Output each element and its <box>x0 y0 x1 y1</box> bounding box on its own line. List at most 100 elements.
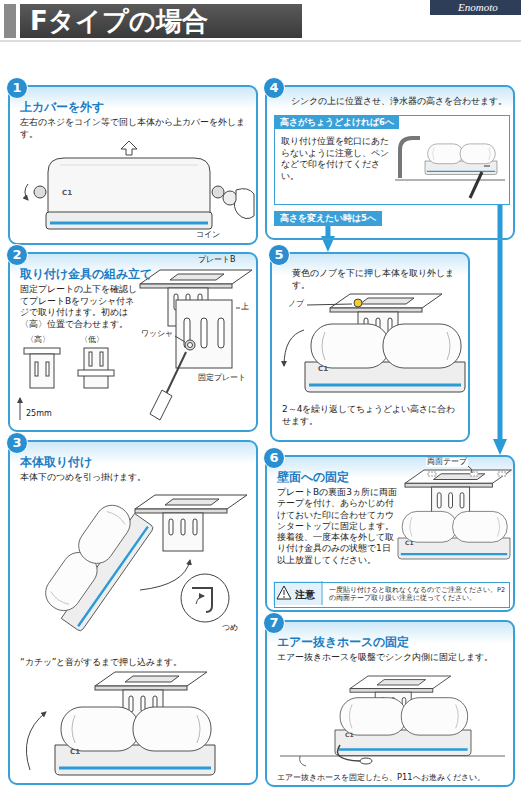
bracket-assembly-figure <box>20 270 252 420</box>
step-number-text: 6 <box>264 448 284 468</box>
cover-removal-figure <box>50 222 208 225</box>
flow-arrow <box>498 205 503 448</box>
caution-box: 注意一度貼り付けると取れなくなるのでご注意ください。P2の両面テープ取り扱い注意… <box>274 582 510 608</box>
unit-removal-figure <box>354 299 362 307</box>
air-hose-figure <box>360 758 372 764</box>
part-label: 上 <box>241 303 249 312</box>
node-text: 高さがちょうどよければ6へ <box>275 116 399 129</box>
unit-hooking-figure <box>192 588 212 612</box>
bracket-assembly-figure <box>78 370 114 376</box>
bracket-assembly-figure <box>89 352 92 366</box>
cover-removal-figure <box>25 184 28 200</box>
unit-hooking-figure <box>181 574 229 622</box>
step-number: 1 <box>6 77 28 99</box>
height-check-figure <box>395 138 505 198</box>
unit-hooking-figure <box>26 712 46 770</box>
unit-hooking-figure <box>196 596 204 604</box>
position-label: 〈高〉 <box>26 336 50 345</box>
header-band <box>0 41 521 42</box>
bracket-assembly-figure <box>100 352 103 366</box>
air-hose-figure <box>280 676 505 766</box>
step-number: 3 <box>6 432 28 454</box>
header-band <box>20 4 302 38</box>
step-number-text: 3 <box>7 433 27 453</box>
page-title: Fタイプの場合 <box>30 5 208 37</box>
wall-fixing-figure <box>398 511 510 559</box>
wall-fixing-figure <box>498 472 506 476</box>
part-label: つめ <box>222 624 238 633</box>
node-text: 高さを変えたい時は5へ <box>280 213 376 224</box>
height-check-figure <box>400 138 420 178</box>
bracket-assembly-figure <box>35 362 38 376</box>
unit-removal-figure <box>305 324 465 392</box>
cover-removal-figure <box>34 186 46 198</box>
part-label: 固定プレート <box>198 374 246 383</box>
step-number: 7 <box>263 612 285 634</box>
step-heading: 本体取り付け <box>20 455 92 469</box>
unit-hooking-figure <box>135 495 247 551</box>
cover-removal-figure <box>121 141 137 155</box>
step-panel: 5黄色のノブを下に押し本体を取り外します。2～4を繰り返してちょうどよい高さに合… <box>270 252 470 442</box>
wall-fixing-figure <box>284 590 285 595</box>
unit-hooking-figure <box>140 560 190 590</box>
product-logo: C1 <box>70 749 80 757</box>
step-panel: 7エアー抜きホースの固定エアー抜きホースを吸盤でシンク内側に固定します。エアー抜… <box>265 620 515 787</box>
step-panel: 6注意一度貼り付けると取れなくなるのでご注意ください。P2の両面テープ取り扱い注… <box>265 455 515 612</box>
dimension-label: 25mm <box>26 410 52 419</box>
unit-hooking-figure <box>26 495 247 775</box>
bracket-assembly-figure <box>218 318 224 348</box>
bracket-assembly-figure <box>166 352 186 394</box>
wall-fixing-figure <box>273 466 511 605</box>
bracket-assembly-figure <box>201 318 207 348</box>
wall-fixing-figure <box>470 472 478 476</box>
bracket-assembly-figure <box>78 348 114 388</box>
air-hose-figure <box>300 756 306 766</box>
cover-removal-figure <box>48 158 210 214</box>
node-text: 一度貼り付けると取れなくなるのでご注意ください。P2の両面テープ取り扱い注意に従… <box>329 586 507 603</box>
bracket-assembly-figure <box>84 348 108 388</box>
step-heading: エアー抜きホースの固定 <box>277 635 409 649</box>
step-heading: 取り付け金具の組み立て <box>20 267 152 281</box>
step-number: 5 <box>268 244 290 266</box>
node-text: 取り付け位置を蛇口にあたらないように注意し、ペンなどで印を付けてください。 <box>281 136 393 183</box>
height-check-figure <box>470 172 482 198</box>
node-text: 黄色のノブを下に押し本体を取り外します。 <box>292 268 470 291</box>
step-panel: 3本体取り付け本体下のつめを引っ掛けます。“カチッ”と音がするまで押し込みます。 <box>8 440 258 785</box>
step-panel: 1上カバーを外す左右のネジをコイン等で回し本体から上カバーを外します。 <box>8 85 258 245</box>
step-number-text: 7 <box>264 613 284 633</box>
unit-removal-figure <box>284 330 304 366</box>
header-band <box>0 0 521 41</box>
cover-removal-figure <box>25 141 254 229</box>
node-text: 本体下のつめを引っ掛けます。 <box>20 472 250 484</box>
unit-removal-figure <box>284 294 465 392</box>
cover-removal-figure <box>234 189 254 219</box>
unit-hooking-figure <box>55 707 215 775</box>
flow-arrow <box>325 226 330 245</box>
step-number: 6 <box>263 447 285 469</box>
bracket-assembly-figure <box>176 300 232 368</box>
part-label: ノブ <box>288 300 304 309</box>
step-number-text: 2 <box>7 245 27 265</box>
unit-hooking-figure <box>36 496 154 632</box>
bracket-assembly-figure <box>30 354 54 388</box>
node-text: 左右のネジをコイン等で回し本体から上カバーを外します。 <box>20 117 250 140</box>
wall-fixing-figure <box>277 586 291 599</box>
node-text: シンクの上に位置させ、浄水器の高さを合わせます。 <box>291 96 513 107</box>
product-logo: C1 <box>318 366 328 374</box>
bracket-assembly-figure <box>24 348 60 354</box>
air-hose-figure <box>280 756 505 757</box>
product-logo: C1 <box>345 732 354 739</box>
position-label: 〈低〉 <box>80 336 104 345</box>
part-label: ワッシャ <box>141 330 173 339</box>
part-label: コイン <box>196 231 220 240</box>
height-check-figure <box>395 180 505 181</box>
product-logo: C1 <box>62 190 72 198</box>
node-text: プレートBの裏面3ヵ所に両面テープを付け、あらかじめ付けておいた印に合わせてカウ… <box>277 487 397 566</box>
node-text: エアー抜きホースを吸盤でシンク内側に固定します。 <box>277 652 509 664</box>
product-logo: C1 <box>405 540 414 547</box>
step-number-text: 1 <box>7 78 27 98</box>
step-number: 2 <box>6 244 28 266</box>
branch-box: 高さがちょうどよければ6へ取り付け位置を蛇口にあたらないように注意し、ペンなどで… <box>274 115 510 205</box>
